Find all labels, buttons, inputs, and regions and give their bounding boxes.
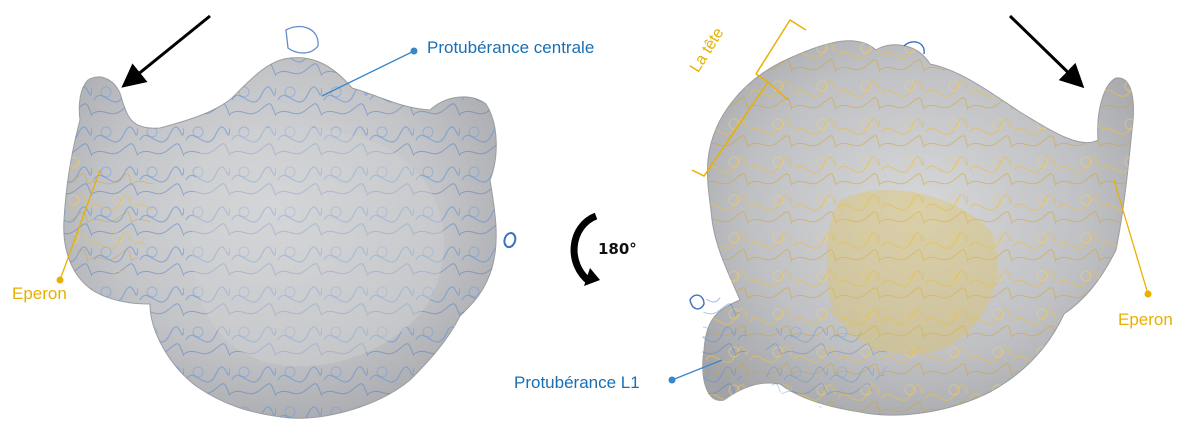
label-eperon-left: Eperon <box>12 285 67 302</box>
right-direction-arrow-icon <box>1010 16 1080 84</box>
rotation-180-icon <box>574 216 600 286</box>
left-direction-arrow-icon <box>126 16 210 84</box>
label-eperon-right: Eperon <box>1118 311 1173 328</box>
label-central-protuberance: Protubérance centrale <box>427 39 594 56</box>
left-view-density-map <box>64 27 516 419</box>
right-view-density-map <box>690 41 1133 415</box>
label-l1-protuberance: Protubérance L1 <box>514 374 640 391</box>
label-rotation-180: 180° <box>598 242 637 257</box>
